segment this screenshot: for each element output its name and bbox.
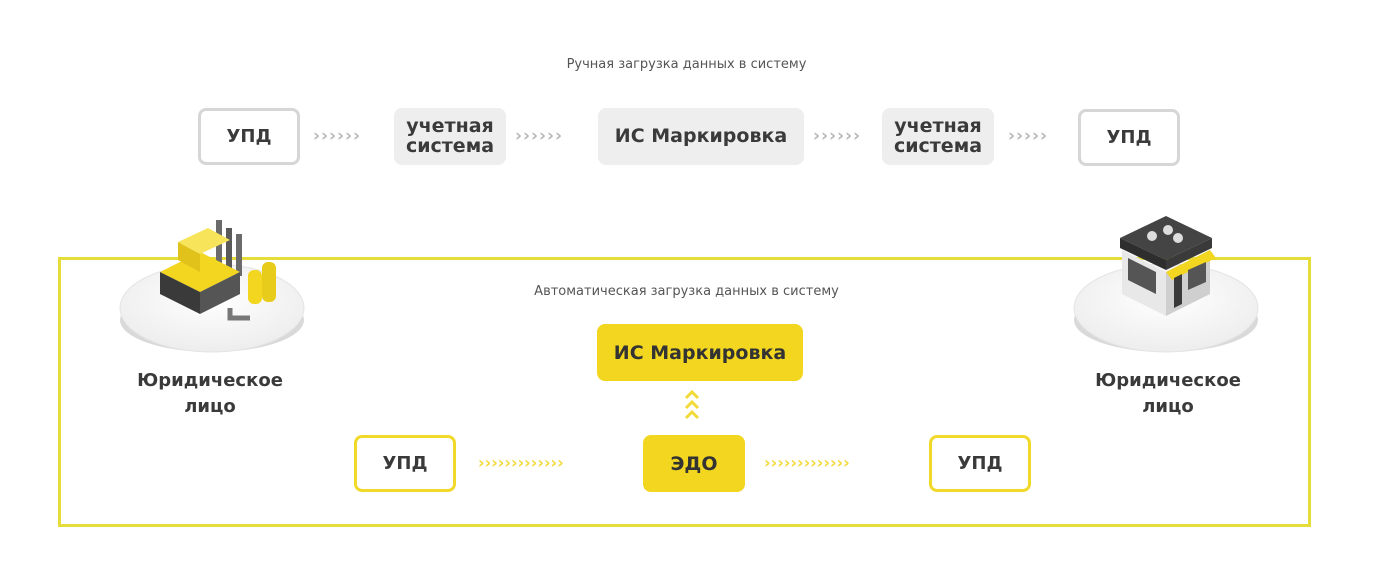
auto-upd-right: УПД [929,435,1031,492]
auto-edo: ЭДО [643,435,745,492]
auto-arrow-up [684,389,700,420]
manual-arrow-3: ›››››› [813,126,862,146]
store-icon [1120,216,1216,316]
auto-frame [58,257,1311,527]
manual-step-accounting-left-label: учетная система [405,114,495,157]
manual-arrow-1: ›››››› [313,126,362,146]
manual-step-upd-left: УПД [198,108,300,165]
manual-step-accounting-left: учетная система [394,108,506,165]
right-entity-label: Юридическое лицо [1068,368,1268,421]
manual-arrow-2: ›››››› [515,126,564,146]
auto-arrow-left: ››››››››››››› [478,453,564,472]
factory-icon [160,220,276,321]
auto-upd-left: УПД [354,435,456,492]
manual-step-is-marking: ИС Маркировка [598,108,804,165]
auto-is-marking: ИС Маркировка [597,324,803,381]
manual-caption: Ручная загрузка данных в систему [566,57,807,72]
left-entity-label: Юридическое лицо [110,368,310,421]
manual-step-accounting-right-label: учетная система [893,114,983,157]
manual-arrow-4: ››››› [1008,126,1049,146]
manual-step-upd-right: УПД [1078,109,1180,166]
manual-step-accounting-right: учетная система [882,108,994,165]
auto-arrow-right: ››››››››››››› [764,453,850,472]
auto-caption: Автоматическая загрузка данных в систему [534,284,839,299]
